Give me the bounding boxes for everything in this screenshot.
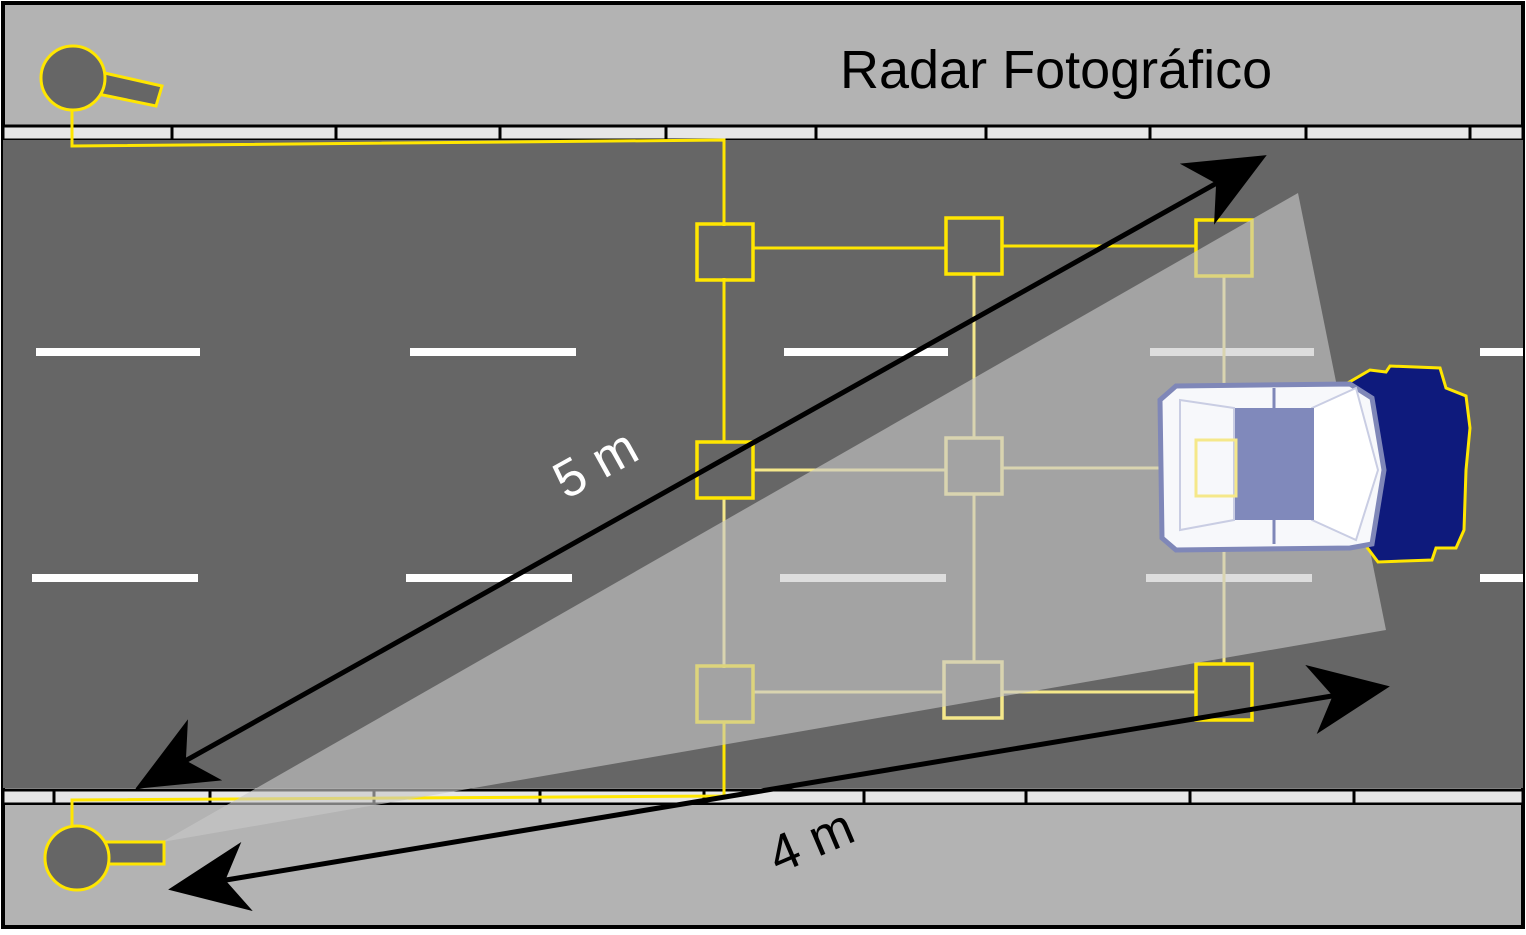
camera-head <box>39 44 107 112</box>
radar-camera-icon <box>43 824 166 892</box>
sidewalk-top <box>5 5 1521 125</box>
car-roof <box>1234 408 1314 520</box>
lane-dash <box>1480 574 1523 582</box>
car-icon <box>1157 364 1472 564</box>
lane-dash <box>410 348 576 356</box>
distance-arrow-4m <box>168 664 1390 912</box>
camera-head <box>43 824 111 892</box>
lane-dash <box>406 574 572 582</box>
curb-strip <box>1 124 1525 142</box>
radar-camera-icon <box>39 44 164 112</box>
lane-dash <box>1480 348 1523 356</box>
lane-dash <box>36 348 200 356</box>
lane-dash <box>32 574 198 582</box>
curb-top <box>1 124 1525 142</box>
diagram-title: Radar Fotográfico <box>840 40 1272 100</box>
